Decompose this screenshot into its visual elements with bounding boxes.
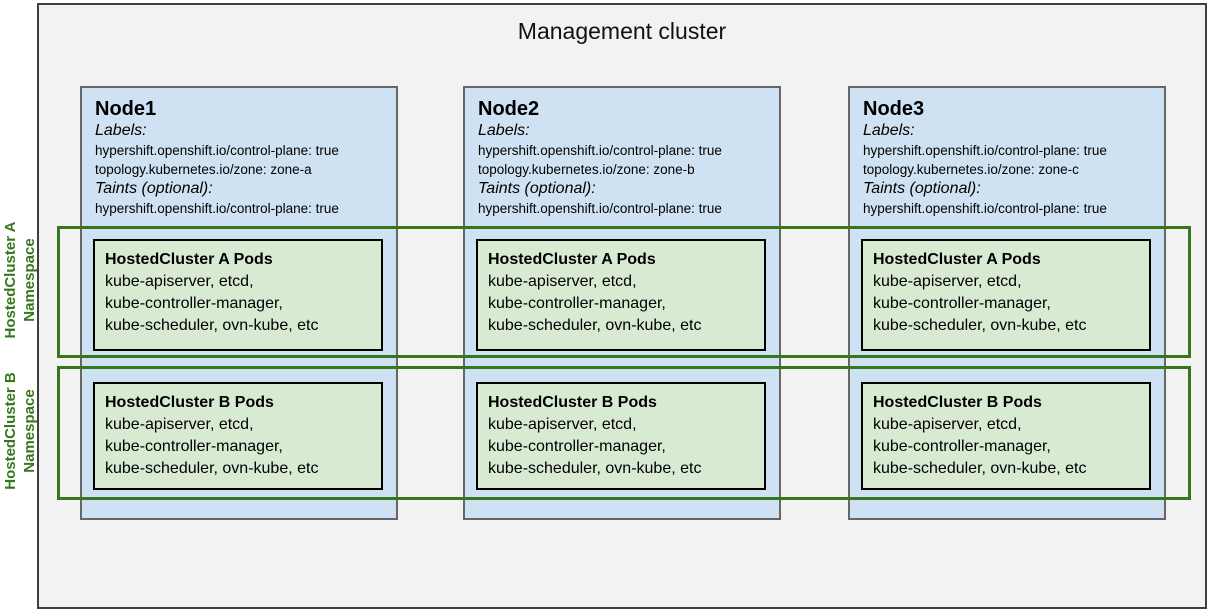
node3-hostedcluster-b-pods-box: HostedCluster B Pods kube-apiserver, etc… [861,382,1151,490]
node2-title: Node2 [478,98,540,120]
pods-box-title: HostedCluster A Pods [105,251,273,268]
pods-box-line: kube-scheduler, ovn-kube, etc [488,317,702,334]
pods-box-line: kube-scheduler, ovn-kube, etc [873,460,1087,477]
pods-box-line: kube-scheduler, ovn-kube, etc [488,460,702,477]
pods-box-line: kube-controller-manager, [488,295,666,312]
node2-label-line: hypershift.openshift.io/control-plane: t… [478,143,722,158]
pods-box-title: HostedCluster B Pods [105,394,274,411]
node3-labels-heading: Labels: [863,122,915,139]
node1-label-line: topology.kubernetes.io/zone: zone-a [95,162,312,177]
namespace-label-line: HostedCluster B [2,372,19,490]
pods-box-line: kube-apiserver, etcd, [873,416,1022,433]
node1-label-line: hypershift.openshift.io/control-plane: t… [95,143,339,158]
pods-box-line: kube-scheduler, ovn-kube, etc [873,317,1087,334]
pods-box-line: kube-apiserver, etcd, [105,273,254,290]
node3-taints-heading: Taints (optional): [863,180,981,197]
pods-box-line: kube-controller-manager, [105,438,283,455]
hostedcluster-a-namespace-overlay [57,226,1191,358]
node3-label-line: topology.kubernetes.io/zone: zone-c [863,162,1079,177]
namespace-label-line: Namespace [21,389,38,473]
node3-hostedcluster-a-pods-box: HostedCluster A Pods kube-apiserver, etc… [861,239,1151,351]
node3-box: Node3 Labels: hypershift.openshift.io/co… [848,86,1166,520]
node1-hostedcluster-b-pods-box: HostedCluster B Pods kube-apiserver, etc… [93,382,383,490]
node1-hostedcluster-a-pods-box: HostedCluster A Pods kube-apiserver, etc… [93,239,383,351]
node2-labels-heading: Labels: [478,122,530,139]
hostedcluster-b-namespace-label: HostedCluster B Namespace [1,331,43,531]
pods-box-line: kube-controller-manager, [488,438,666,455]
pods-box-line: kube-apiserver, etcd, [873,273,1022,290]
node1-taints-heading: Taints (optional): [95,180,213,197]
node3-taint-line: hypershift.openshift.io/control-plane: t… [863,201,1107,216]
pods-box-title: HostedCluster A Pods [873,251,1041,268]
pods-box-line: kube-scheduler, ovn-kube, etc [105,317,319,334]
node1-labels-heading: Labels: [95,122,147,139]
pods-box-title: HostedCluster B Pods [488,394,657,411]
hostedcluster-b-namespace-overlay [57,366,1191,500]
node2-hostedcluster-b-pods-box: HostedCluster B Pods kube-apiserver, etc… [476,382,766,490]
pods-box-line: kube-controller-manager, [873,438,1051,455]
pods-box-line: kube-scheduler, ovn-kube, etc [105,460,319,477]
pods-box-line: kube-controller-manager, [105,295,283,312]
node3-title: Node3 [863,98,925,120]
node2-taint-line: hypershift.openshift.io/control-plane: t… [478,201,722,216]
node2-box: Node2 Labels: hypershift.openshift.io/co… [463,86,781,520]
node2-label-line: topology.kubernetes.io/zone: zone-b [478,162,695,177]
node2-hostedcluster-a-pods-box: HostedCluster A Pods kube-apiserver, etc… [476,239,766,351]
node2-taints-heading: Taints (optional): [478,180,596,197]
node1-taint-line: hypershift.openshift.io/control-plane: t… [95,201,339,216]
diagram-title: Management cluster [517,18,727,44]
pods-box-line: kube-controller-manager, [873,295,1051,312]
pods-box-line: kube-apiserver, etcd, [105,416,254,433]
node1-title: Node1 [95,98,157,120]
node3-label-line: hypershift.openshift.io/control-plane: t… [863,143,1107,158]
node1-box: Node1 Labels: hypershift.openshift.io/co… [80,86,398,520]
pods-box-line: kube-apiserver, etcd, [488,273,637,290]
pods-box-title: HostedCluster B Pods [873,394,1042,411]
pods-box-line: kube-apiserver, etcd, [488,416,637,433]
pods-box-title: HostedCluster A Pods [488,251,656,268]
